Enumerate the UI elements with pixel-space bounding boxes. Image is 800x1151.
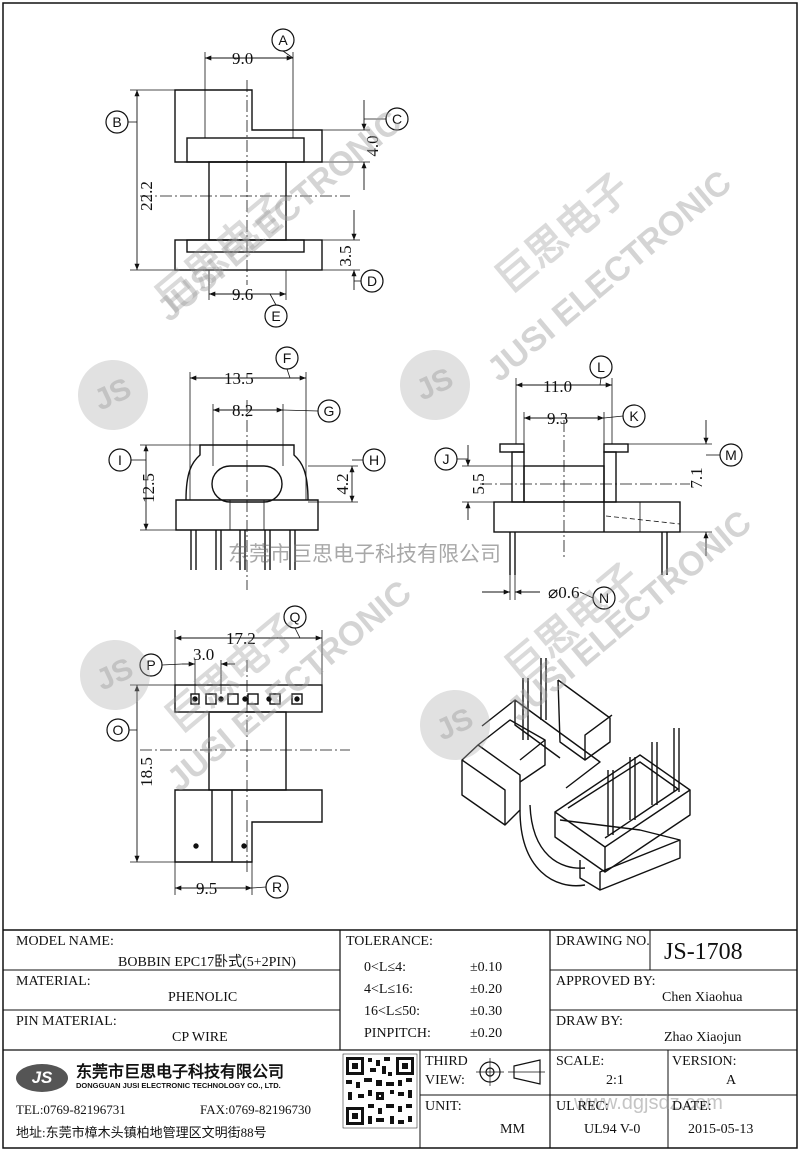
- dim-dia-0-6: ⌀0.6: [548, 583, 580, 602]
- dim-4-2: 4.2: [333, 473, 352, 494]
- company-name-cn: 东莞市巨思电子科技有限公司: [76, 1064, 285, 1081]
- callout-c: C: [392, 111, 402, 127]
- callout-d: D: [367, 273, 377, 289]
- dim-5-5: 5.5: [469, 473, 488, 494]
- date-value: 2015-05-13: [688, 1122, 754, 1137]
- dim-9-3: 9.3: [547, 409, 568, 428]
- watermark-company-name: 东莞市巨思电子科技有限公司: [228, 543, 501, 566]
- callout-o: O: [113, 722, 124, 738]
- ul-rec-label: UL REC:: [556, 1099, 609, 1114]
- tolerance-value-1: ±0.10: [470, 960, 503, 975]
- ul-rec-value: UL94 V-0: [584, 1122, 641, 1137]
- third-view-label-1: THIRD: [425, 1054, 468, 1069]
- callout-i: I: [118, 452, 122, 468]
- dim-3-0: 3.0: [193, 645, 214, 664]
- version-label: VERSION:: [672, 1054, 737, 1069]
- dim-17-2: 17.2: [226, 629, 256, 648]
- callout-k: K: [629, 408, 639, 424]
- callout-e: E: [271, 308, 280, 324]
- dim-4-0: 4.0: [363, 135, 382, 156]
- draw-by-label: DRAW BY:: [556, 1014, 623, 1029]
- dim-7-1: 7.1: [687, 467, 706, 488]
- drawing-no-value: JS-1708: [664, 939, 743, 965]
- title-block-grid: [3, 929, 797, 1148]
- unit-value: MM: [500, 1122, 525, 1137]
- callout-n: N: [599, 590, 609, 606]
- tolerance-range-3: 16<L≤50:: [364, 1004, 421, 1019]
- company-address: 地址:东莞市樟木头镇柏地管理区文明街88号: [16, 1125, 267, 1140]
- top-view: [130, 52, 370, 300]
- material-value: PHENOLIC: [168, 990, 238, 1005]
- tolerance-value-4: ±0.20: [470, 1026, 503, 1041]
- dim-9-5: 9.5: [196, 879, 217, 898]
- dim-22-2: 22.2: [137, 181, 156, 211]
- callout-m: M: [725, 447, 737, 463]
- callout-h: H: [369, 452, 379, 468]
- dim-18-5: 18.5: [137, 757, 156, 787]
- version-value: A: [726, 1073, 737, 1088]
- callout-b: B: [112, 114, 121, 130]
- dim-9-0: 9.0: [232, 49, 253, 68]
- dim-11-0: 11.0: [543, 377, 572, 396]
- material-label: MATERIAL:: [16, 974, 91, 989]
- dim-12-5: 12.5: [139, 473, 158, 503]
- callout-l: L: [597, 359, 605, 375]
- dim-13-5: 13.5: [224, 369, 254, 388]
- drawing-no-label: DRAWING NO.: [556, 934, 650, 949]
- dim-8-2: 8.2: [232, 401, 253, 420]
- model-name-value: BOBBIN EPC17卧式(5+2PIN): [118, 955, 296, 970]
- approved-by-label: APPROVED BY:: [556, 974, 656, 989]
- company-logo: [16, 1064, 68, 1092]
- callout-a: A: [278, 32, 288, 48]
- callout-q: Q: [290, 609, 301, 625]
- company-tel: TEL:0769-82196731: [16, 1102, 126, 1117]
- tolerance-value-2: ±0.20: [470, 982, 503, 997]
- bottom-view: [130, 630, 350, 895]
- scale-value: 2:1: [606, 1073, 624, 1088]
- callout-f: F: [283, 350, 292, 366]
- date-label: DATE:: [672, 1099, 712, 1114]
- approved-by-value: Chen Xiaohua: [662, 990, 743, 1005]
- tolerance-range-1: 0<L≤4:: [364, 960, 407, 975]
- tolerance-value-3: ±0.30: [470, 1004, 503, 1019]
- dim-9-6: 9.6: [232, 285, 253, 304]
- scale-label: SCALE:: [556, 1054, 605, 1069]
- tolerance-range-2: 4<L≤16:: [364, 982, 414, 997]
- tolerance-label: TOLERANCE:: [346, 934, 433, 949]
- model-name-label: MODEL NAME:: [16, 934, 114, 949]
- side-view: [462, 378, 712, 600]
- isometric-view: [461, 658, 691, 891]
- company-logo-text: JS: [31, 1068, 53, 1087]
- company-name-en: DONGGUAN JUSI ELECTRONIC TECHNOLOGY CO.,…: [76, 1081, 281, 1090]
- callout-r: R: [272, 879, 282, 895]
- callout-g: G: [324, 403, 335, 419]
- tolerance-range-4: PINPITCH:: [364, 1026, 431, 1041]
- dim-3-5: 3.5: [336, 245, 355, 266]
- front-view: [140, 372, 358, 590]
- callout-j: J: [443, 451, 450, 467]
- pin-material-value: CP WIRE: [172, 1030, 228, 1045]
- qr-code: [342, 1053, 418, 1129]
- draw-by-value: Zhao Xiaojun: [664, 1030, 742, 1045]
- third-angle-projection-icon: [476, 1058, 545, 1086]
- watermark-url: www.dgjsdz.com: [574, 1092, 723, 1114]
- unit-label: UNIT:: [425, 1099, 462, 1114]
- callout-p: P: [146, 657, 155, 673]
- third-view-label-2: VIEW:: [425, 1073, 465, 1088]
- company-fax: FAX:0769-82196730: [200, 1102, 311, 1117]
- pin-material-label: PIN MATERIAL:: [16, 1014, 117, 1029]
